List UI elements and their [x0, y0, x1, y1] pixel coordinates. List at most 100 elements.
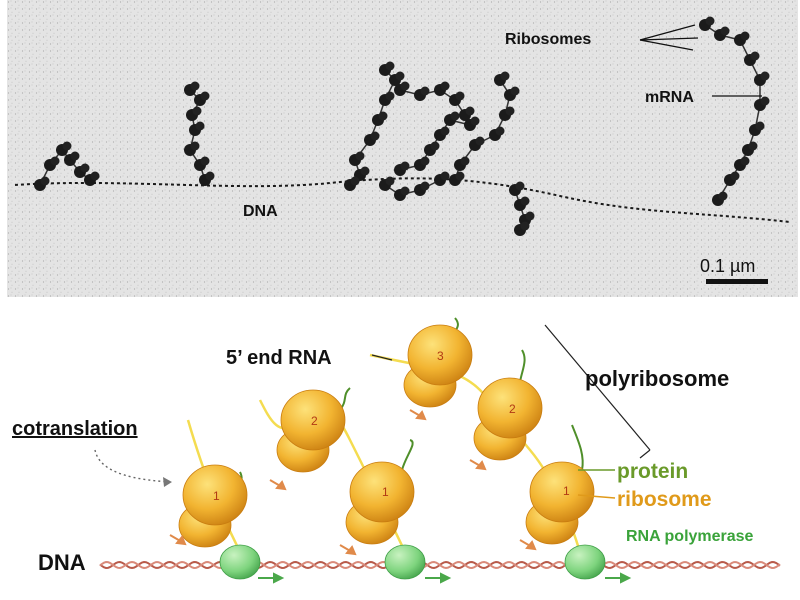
ribosomes-label: Ribosomes [505, 31, 591, 48]
micrograph-ribosome [748, 141, 758, 151]
micrograph-ribosome [420, 156, 430, 166]
micrograph-ribosome [760, 96, 770, 106]
polyribosome-bracket [544, 324, 651, 459]
micrograph-ribosome [460, 156, 470, 166]
ribosome-number: 1 [563, 484, 570, 498]
ribosome-number: 3 [437, 349, 444, 363]
micrograph-ribosome [730, 171, 740, 181]
micrograph-ribosome [395, 71, 405, 81]
micrograph-ribosome [360, 166, 370, 176]
micrograph-ribosome [350, 176, 360, 186]
ribosome-large-subunit [182, 464, 248, 526]
micrograph-ribosome [400, 81, 410, 91]
micrograph-ribosome [470, 116, 480, 126]
micrograph-ribosome [440, 126, 450, 136]
ribosomes [178, 324, 595, 548]
ribosome-number: 1 [382, 485, 389, 499]
ribosome-large-subunit [280, 389, 346, 451]
micrograph-ribosome [378, 111, 388, 121]
ribosome-large-subunit [407, 324, 473, 386]
micrograph-ribosome [385, 61, 395, 71]
micrograph-ribosome [205, 171, 215, 181]
ribosome-motion-arrowhead [525, 540, 537, 551]
micrograph-ribosome [510, 86, 520, 96]
rna-polymerase [219, 544, 261, 580]
scale-bar [706, 279, 768, 284]
micrograph-ribosome [455, 171, 465, 181]
micrograph-ribosome [400, 161, 410, 171]
micrograph-ribosome [750, 51, 760, 61]
ribosome-label: ribosome [617, 488, 712, 511]
micrograph-ribosome [450, 111, 460, 121]
protein-label: protein [617, 460, 688, 483]
micrograph-ribosome [200, 156, 210, 166]
micrograph-ribosome [62, 141, 72, 151]
micrograph-mrna-strand [384, 179, 441, 196]
ribosome-large-subunit [477, 377, 543, 439]
micrograph-ribosome [355, 151, 365, 161]
ribosome-number: 2 [509, 402, 516, 416]
nascent-protein [401, 439, 414, 471]
micrograph-ribosome [455, 91, 465, 101]
micrograph-ribosome [192, 106, 202, 116]
micrograph-dna-label: DNA [243, 203, 278, 220]
polymerase-motion-arrowhead [440, 572, 452, 584]
ribosome-motion-arrowhead [275, 480, 287, 491]
micrograph-ribosome [420, 181, 430, 191]
micrograph-ribosome [515, 181, 525, 191]
cotranslation-arrowhead [163, 477, 172, 487]
micrograph-ribosome [495, 126, 505, 136]
ribosome-numbers: 1 2 1 3 2 1 [213, 349, 570, 503]
micrograph-ribosome [90, 171, 100, 181]
ribosomes-pointer [639, 39, 694, 51]
micrograph-ribosome [190, 81, 200, 91]
micrograph-ribosome [520, 196, 530, 206]
ribosome-large-subunit [349, 461, 415, 523]
rna-polymerase-label: RNA polymerase [626, 528, 754, 545]
micrograph-ribosome [420, 86, 430, 96]
micrograph-ribosome [70, 151, 80, 161]
micrograph-ribosome [190, 141, 200, 151]
rna-polymerase [384, 544, 426, 580]
rna-polymerases [219, 544, 606, 580]
micrograph-ribosome [465, 106, 475, 116]
micrograph-ribosome [525, 211, 535, 221]
micrograph-panel: Ribosomes mRNA DNA 0.1 µm [7, 0, 798, 297]
micrograph-ribosome [740, 31, 750, 41]
ribosome-number: 2 [311, 414, 318, 428]
micrograph-background [7, 0, 798, 297]
micrograph-ribosome [760, 71, 770, 81]
mrna-label: mRNA [645, 89, 694, 106]
ribosome-motion-arrowhead [475, 460, 487, 471]
micrograph-ribosome [80, 163, 90, 173]
nascent-protein [519, 349, 526, 383]
polymerase-motion-arrowhead [273, 572, 285, 584]
cotranslation-pointer [94, 449, 171, 483]
ribosome-pointer [577, 494, 616, 499]
micrograph-ribosome [705, 16, 715, 26]
cotranslation-label: cotranslation [12, 418, 138, 440]
ribosomes-pointer [639, 24, 696, 41]
ribosome-motion-arrowhead [415, 410, 427, 421]
micrograph-ribosome [440, 171, 450, 181]
rna-polymerase [564, 544, 606, 580]
micrograph-ribosome [475, 136, 485, 146]
scale-bar-label: 0.1 µm [700, 256, 755, 276]
micrograph-ribosome [430, 141, 440, 151]
micrograph-ribosome [200, 91, 210, 101]
schematic-panel: 5’ end RNA polyribosome cotranslation pr… [12, 317, 781, 584]
micrograph-ribosome [755, 121, 765, 131]
ribosome-motion-arrowhead [345, 545, 357, 556]
micrograph-ribosome [500, 71, 510, 81]
ribosome-large-subunit [529, 461, 595, 523]
micrograph-ribosome [195, 121, 205, 131]
micrograph-ribosome [740, 156, 750, 166]
micrograph-ribosome-clusters [34, 16, 770, 236]
micrograph-ribosome [370, 131, 380, 141]
micrograph-ribosome [50, 156, 60, 166]
ribosome-motion-arrows [169, 409, 537, 556]
five-prime-pointer [371, 354, 393, 361]
polyribosome-label: polyribosome [585, 366, 729, 391]
micrograph-ribosome [440, 81, 450, 91]
